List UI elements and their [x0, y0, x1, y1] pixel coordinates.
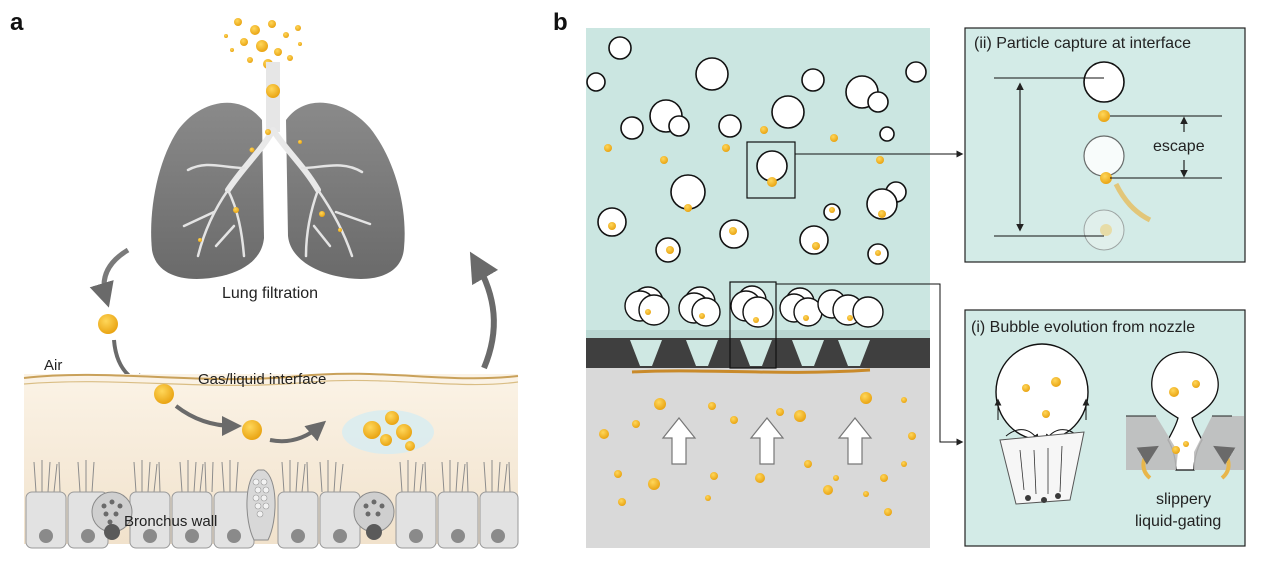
panel-b-letter: b	[553, 9, 568, 36]
inset-particle-capture: (ii) Particle capture at interface escap…	[964, 27, 1246, 263]
arrow-interface-to-mucus	[174, 404, 242, 436]
label-escape: escape	[1153, 138, 1205, 155]
particle-cluster	[363, 411, 415, 451]
bubble-particles	[604, 126, 886, 256]
gas-particles	[599, 392, 916, 516]
goblet-cell-right	[353, 491, 395, 540]
right-lung	[286, 102, 405, 279]
label-lung-filtration: Lung filtration	[222, 285, 318, 302]
inset-ii-title: (ii) Particle capture at interface	[974, 35, 1191, 52]
left-lung	[151, 102, 264, 279]
nozzle-bubbles	[624, 285, 884, 328]
growing-bubble	[994, 343, 1090, 505]
label-bronchus-wall: Bronchus wall	[124, 513, 217, 530]
inset-i-frame	[964, 309, 1246, 547]
rising-bubbles	[586, 36, 927, 265]
lungs	[151, 62, 405, 279]
particle-in-mucus	[242, 420, 262, 440]
label-liquid-gating: liquid-gating	[1135, 513, 1221, 530]
connector-to-inset-i	[776, 283, 964, 446]
secretory-cell	[246, 469, 276, 541]
arrow-mucus-to-cluster	[269, 420, 327, 444]
epithelial-cells	[25, 491, 519, 549]
capture-highlight-box	[746, 141, 796, 199]
gas-flow-arrows	[661, 417, 873, 465]
inset-bubble-evolution: (i) Bubble evolution from nozzle	[964, 309, 1246, 547]
liquid-region	[586, 28, 930, 330]
label-interface: Gas/liquid interface	[198, 371, 326, 388]
panel-a-letter: a	[10, 9, 24, 36]
particle-airborne	[98, 314, 118, 334]
panel-a: a	[10, 9, 519, 549]
arrow-tissue-to-lung	[469, 251, 499, 370]
arrow-lung-to-air	[89, 247, 130, 308]
nozzle-cone	[999, 431, 1085, 505]
inset-i-title: (i) Bubble evolution from nozzle	[971, 319, 1195, 336]
particle-plume	[224, 18, 302, 69]
gas-chamber	[586, 368, 930, 548]
panel-b: b	[553, 9, 1246, 548]
nozzle-plate-top	[586, 330, 930, 338]
pinched-bubble	[1126, 351, 1244, 480]
nozzle-highlight-box	[729, 281, 777, 369]
cell-nuclei	[39, 529, 505, 543]
label-slippery: slippery	[1156, 491, 1211, 508]
label-air: Air	[44, 357, 62, 374]
nozzles	[630, 340, 870, 366]
cilia	[33, 460, 511, 493]
gas-liquid-interface-line	[23, 372, 519, 381]
particle-at-interface	[154, 384, 174, 404]
goblet-cell-left	[91, 491, 133, 540]
